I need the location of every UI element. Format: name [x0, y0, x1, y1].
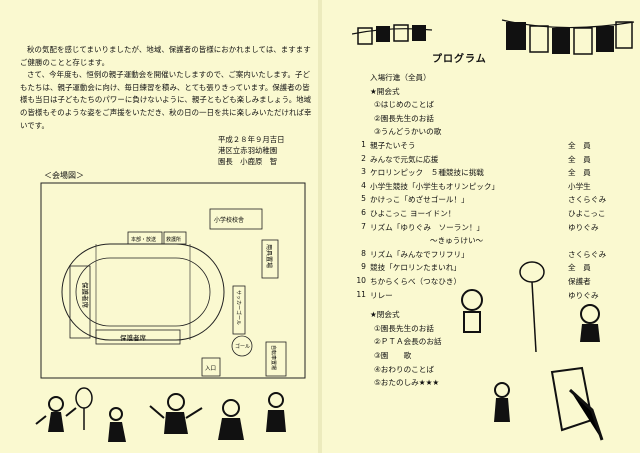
opening-item: ③うんどうかいの歌 — [374, 127, 442, 137]
program-item-name: ひよこっこ ヨーイドン！ — [370, 209, 456, 218]
program-item-number: 1 — [361, 140, 366, 149]
map-label-tent1: 本部・放送 — [131, 236, 156, 243]
children-drawing-left — [35, 387, 286, 442]
map-label-guardian-bottom: 保護者席 — [120, 333, 147, 342]
left-page: 秋の気配を感じてまいりましたが、地域、保護者の皆様におかれましては、ますますご健… — [0, 0, 318, 453]
closing-item: ⑤おたのしみ★★★ — [374, 378, 440, 388]
right-page: プログラム 入場行進（全員） ★開会式 ①はじめのことば ②園長先生のお話 ③うんどうか… — [322, 0, 640, 453]
program-item-participants: 全 員 — [568, 154, 591, 164]
opening-ceremony-title: ★開会式 — [370, 86, 400, 96]
map-entrance — [201, 357, 221, 377]
program-item-number: 6 — [361, 208, 366, 217]
map-bicycle-parking — [265, 341, 287, 377]
map-label-tools: 用具置場 — [265, 244, 273, 268]
program-item-number: 3 — [361, 167, 366, 177]
map-label-soccer: サッカーゴール — [235, 290, 242, 325]
program-item-name: リレー — [370, 290, 393, 300]
children-drawing-right — [461, 261, 604, 441]
program-item-number: 8 — [361, 248, 366, 258]
map-tool-storage — [261, 239, 279, 279]
program-item-name: ケロリンピック ５種競技に挑戦 — [370, 168, 484, 178]
program-entry: 入場行進（全員） — [370, 73, 431, 82]
program-item-number: 10 — [356, 276, 366, 285]
program-item-name: みんなで元気に応援 — [370, 154, 439, 164]
program-item-participants: 保護者 — [568, 277, 591, 286]
program-item-number: 4 — [361, 180, 366, 190]
map-label-goal: ゴール — [235, 343, 250, 350]
program-item-number: 2 — [361, 153, 366, 163]
map-goal-circle — [231, 335, 253, 357]
map-track-outer — [61, 243, 225, 341]
map-soccer-goal — [232, 285, 246, 335]
program-item-participants: さくらぐみ — [568, 195, 607, 205]
program-item-participants: ひよこっこ — [568, 209, 606, 218]
map-label-parking: 自転車置場 — [270, 345, 277, 370]
map-track-inner — [75, 257, 211, 327]
program-item-name: リズム「ゆりぐみ ソーラン！」 — [370, 222, 485, 232]
program-item-number: 7 — [361, 221, 366, 231]
map-guardian-seat-left — [69, 265, 91, 339]
closing-item: ④おわりのことば — [374, 364, 434, 374]
venue-map: 小学校校舎 本部・放送 救護所 保護者席 保護者席 用具置場 サッカーゴール ゴ… — [40, 182, 306, 379]
map-label-tent2: 救護所 — [166, 236, 181, 243]
letter-signature: 平成２８年９月吉日 港区立赤羽幼稚園 園長 小鹿原 智 — [218, 134, 308, 167]
closing-item: ③園 歌 — [374, 351, 412, 360]
letter-org: 港区立赤羽幼稚園 — [218, 146, 278, 155]
program-item-name: ちからくらべ（つなひき） — [370, 277, 462, 286]
map-school-building — [209, 208, 263, 230]
opening-item: ②園長先生のお話 — [374, 113, 434, 123]
program-item-participants: ゆりぐみ — [568, 290, 599, 300]
program-item-participants: 全 員 — [568, 141, 591, 150]
program-item-name: リズム「みんなでフリフリ」 — [370, 249, 469, 259]
closing-item: ①園長先生のお話 — [374, 323, 434, 333]
flag-bunting — [352, 19, 635, 55]
opening-item: ①はじめのことば — [374, 100, 434, 110]
greeting-letter: 秋の気配を感じてまいりましたが、地域、保護者の皆様におかれましては、ますますご健… — [20, 44, 312, 132]
program-item-name: 競技「ケロリンたまいれ」 — [370, 263, 461, 273]
program-item-number: 5 — [361, 194, 366, 204]
letter-paragraph-1: 秋の気配を感じてまいりましたが、地域、保護者の皆様におかれましては、ますますご健… — [20, 45, 311, 67]
letter-principal: 園長 小鹿原 智 — [218, 157, 278, 166]
map-label-entrance: 入口 — [205, 365, 216, 372]
program-item-participants: 全 員 — [568, 263, 591, 273]
program-item-participants: ゆりぐみ — [568, 222, 599, 232]
page-fold — [318, 0, 322, 453]
program-title: プログラム — [432, 54, 487, 65]
map-label-guardian-left: 保護者席 — [81, 282, 90, 309]
program-item-name: ～きゅうけい～ — [430, 236, 484, 246]
program-item-participants: 小学生 — [568, 181, 591, 191]
map-label-school: 小学校校舎 — [214, 216, 244, 224]
map-title: ＜会場図＞ — [44, 171, 84, 180]
letter-paragraph-2: さて、今年度も、恒例の親子運動会を開催いたしますので、ご案内いたします。子どもた… — [20, 70, 312, 130]
program-item-name: 親子たいそう — [370, 141, 416, 150]
closing-item: ②ＰＴＡ会長のお話 — [374, 337, 442, 347]
program-item-number: 11 — [356, 289, 366, 299]
program-item-participants: 全 員 — [568, 168, 591, 178]
closing-ceremony-title: ★閉会式 — [370, 310, 400, 320]
program-item-name: かけっこ「めざせゴール！」 — [370, 195, 469, 205]
program-item-participants: さくらぐみ — [568, 249, 607, 259]
map-guardian-seat-bottom — [95, 329, 181, 345]
program-item-name: 小学生競技「小学生もオリンピック」 — [370, 181, 500, 191]
letter-date: 平成２８年９月吉日 — [218, 135, 285, 144]
program-item-number: 9 — [361, 262, 366, 272]
